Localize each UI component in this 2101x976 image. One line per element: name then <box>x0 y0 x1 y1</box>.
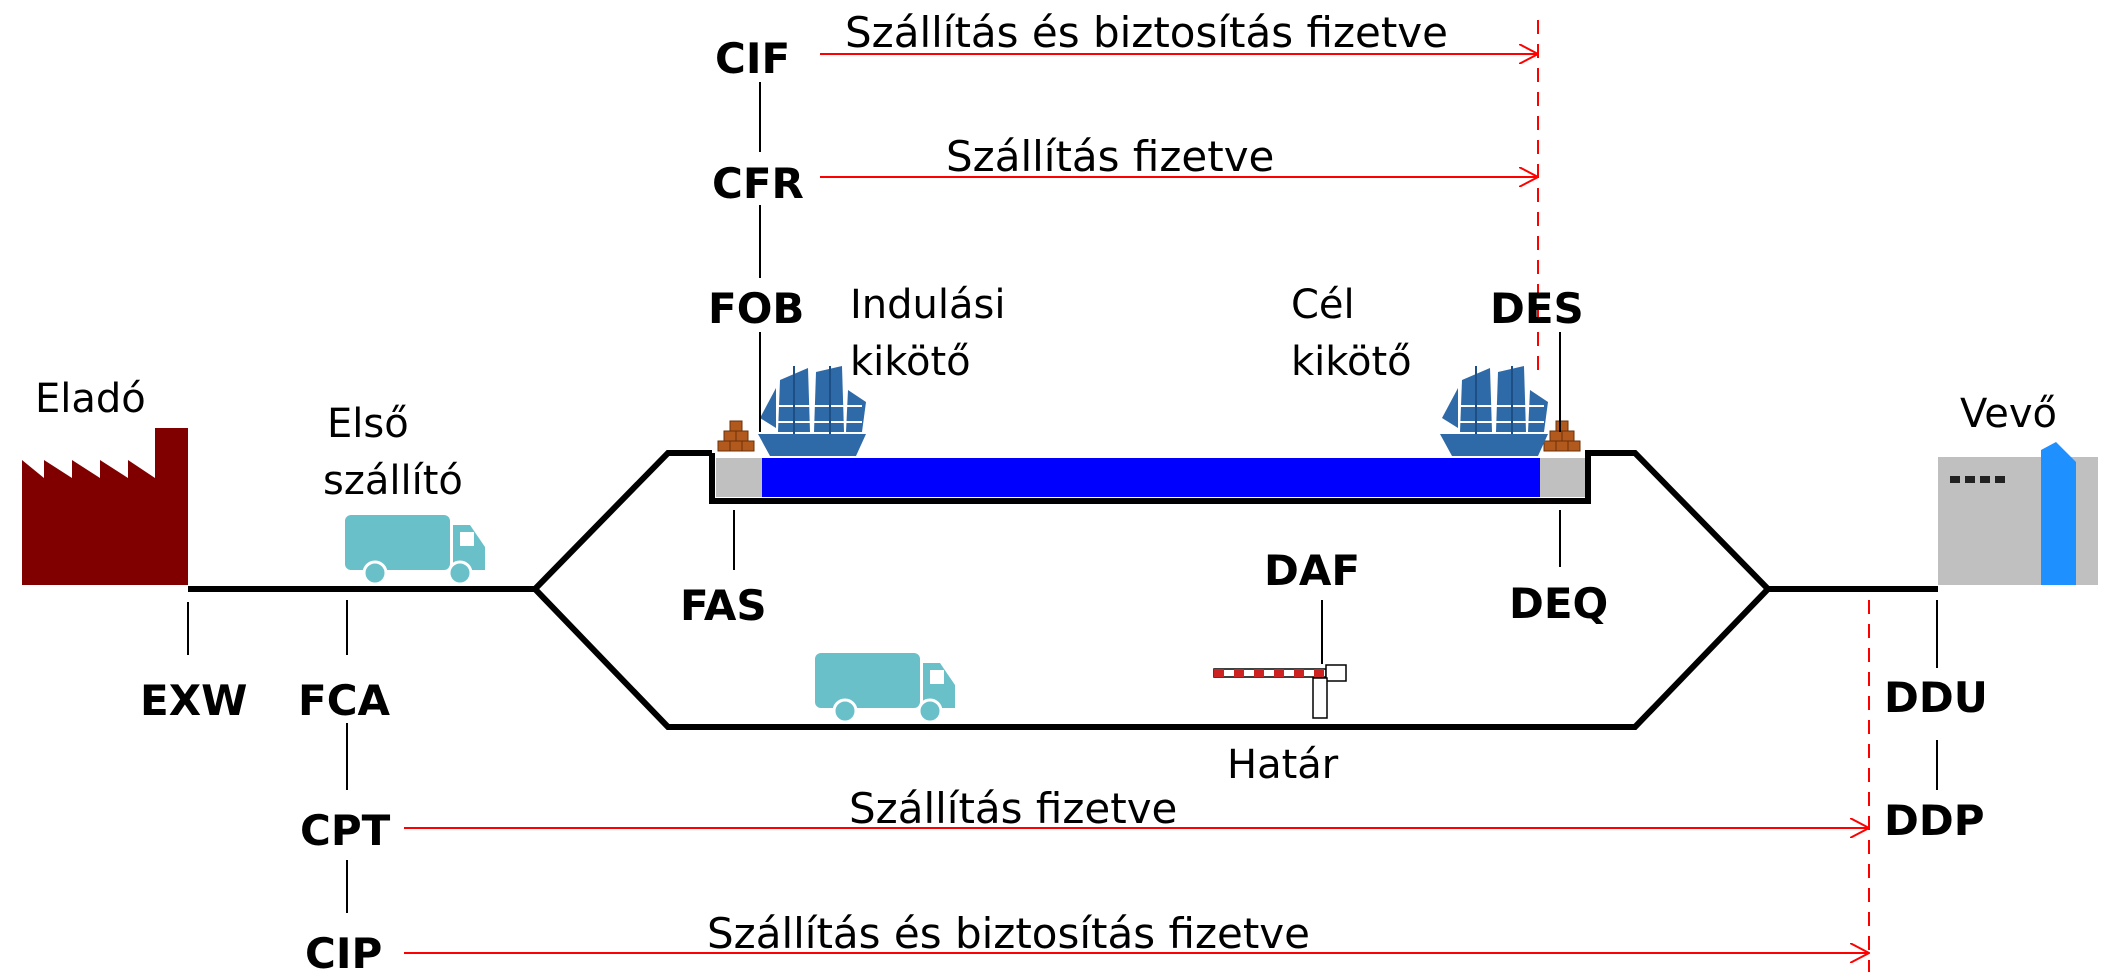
term-exw: EXW <box>140 676 247 725</box>
cif-arrow-label: Szállítás és biztosítás fizetve <box>845 8 1448 57</box>
seller-label: Eladó <box>35 376 146 422</box>
departure-port-label: Indulási kikötő <box>850 282 1018 385</box>
term-ddp: DDP <box>1884 796 1985 845</box>
term-ddu: DDU <box>1884 673 1988 722</box>
sea <box>762 458 1540 497</box>
term-fca: FCA <box>298 676 391 725</box>
cargo-icon <box>717 420 755 452</box>
truck-icon <box>813 651 957 724</box>
departure-quay <box>716 458 762 497</box>
ship-icon <box>1439 365 1549 457</box>
border-barrier-icon <box>1213 664 1347 719</box>
route-lines <box>188 450 1938 730</box>
cpt-arrow-label: Szállítás fizetve <box>849 784 1177 833</box>
cost-arrows <box>404 54 1869 953</box>
buyer-label: Vevő <box>1960 391 2057 437</box>
term-daf: DAF <box>1264 546 1360 595</box>
destination-port-label: Cél kikötő <box>1291 282 1412 385</box>
term-cfr: CFR <box>712 159 804 208</box>
term-connectors <box>187 82 1938 913</box>
cargo-icon <box>1543 420 1581 452</box>
term-cpt: CPT <box>300 806 391 855</box>
factory-icon <box>22 428 188 585</box>
border-label: Határ <box>1227 742 1339 788</box>
buyer-building-icon <box>1938 442 2098 585</box>
term-deq: DEQ <box>1509 579 1608 628</box>
cip-arrow-label: Szállítás és biztosítás fizetve <box>707 909 1310 958</box>
term-des: DES <box>1490 284 1584 333</box>
term-cip: CIP <box>305 929 382 976</box>
destination-quay <box>1540 458 1585 497</box>
cfr-arrow-label: Szállítás fizetve <box>946 132 1274 181</box>
term-fas: FAS <box>680 581 767 630</box>
first-carrier-label: Első szállító <box>323 401 463 504</box>
truck-icon <box>343 513 487 586</box>
term-fob: FOB <box>708 284 804 333</box>
term-cif: CIF <box>715 34 790 83</box>
